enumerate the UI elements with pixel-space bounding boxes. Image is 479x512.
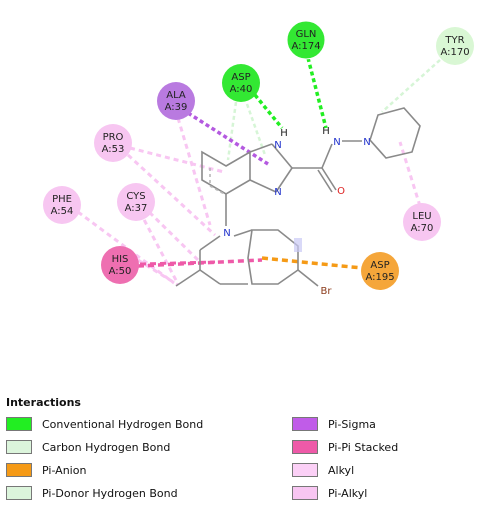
pidonor-asp40-a [226, 101, 238, 161]
aromatic-highlight [294, 238, 302, 252]
legend-swatch [292, 463, 318, 477]
alkyl-his50 [137, 258, 179, 287]
atom-n-imidazole-bottom: N [274, 187, 281, 198]
alkyl-cys37-a [138, 211, 180, 285]
atom-labels: N N H N H N O N Br [223, 126, 370, 297]
svg-text:GLN: GLN [296, 29, 317, 40]
residue-asp40: ASP A:40 [222, 64, 260, 102]
legend-label: Carbon Hydrogen Bond [42, 440, 171, 454]
svg-text:LEU: LEU [412, 211, 431, 222]
legend-swatch [6, 463, 32, 477]
atom-br: Br [321, 286, 333, 297]
atom-n-imidazole-top: N [274, 140, 281, 151]
chbond-tyr170 [381, 59, 441, 113]
svg-text:A:53: A:53 [102, 144, 125, 155]
legend-item-alkyl: Alkyl [292, 462, 354, 478]
svg-text:A:39: A:39 [165, 102, 188, 113]
residue-cys37: CYS A:37 [117, 183, 155, 221]
legend-swatch [6, 440, 32, 454]
legend: Interactions Conventional Hydrogen Bond … [0, 390, 479, 512]
legend-title: Interactions [6, 396, 81, 409]
residue-bubbles: GLN A:174 TYR A:170 ASP A:40 ALA A:39 PR… [43, 20, 474, 290]
svg-text:CYS: CYS [126, 191, 145, 202]
svg-text:A:37: A:37 [125, 203, 148, 214]
residue-ala39: ALA A:39 [157, 82, 195, 120]
legend-label: Pi-Sigma [328, 417, 376, 431]
hbond-gln174 [306, 57, 328, 129]
svg-text:A:170: A:170 [440, 47, 469, 58]
alkyl-cys37-b [141, 204, 202, 264]
atom-o-carbonyl: O [337, 186, 345, 197]
svg-text:A:174: A:174 [291, 41, 320, 52]
atom-h-imidazole: H [280, 128, 288, 139]
svg-text:A:195: A:195 [365, 272, 394, 283]
svg-text:HIS: HIS [112, 254, 129, 265]
legend-label: Alkyl [328, 463, 355, 477]
residue-leu70: LEU A:70 [403, 203, 441, 241]
residue-tyr170: TYR A:170 [436, 27, 474, 65]
svg-text:TYR: TYR [444, 35, 464, 46]
legend-item-pi-pi-stacked: Pi-Pi Stacked [292, 439, 398, 455]
atom-n-amide: N [333, 137, 340, 148]
atom-n-quinoline: N [223, 228, 230, 239]
alkyl-pro53-a [126, 153, 217, 237]
pisigma-ala39 [187, 111, 269, 166]
svg-text:A:54: A:54 [51, 206, 74, 217]
interaction-diagram: N N H N H N O N Br GLN A:174 TYR A:170 A… [43, 20, 474, 297]
pidonor-asp40-b [245, 103, 267, 156]
residue-pro53: PRO A:53 [94, 124, 132, 162]
svg-text:A:40: A:40 [230, 84, 253, 95]
svg-text:ASP: ASP [231, 72, 250, 83]
legend-label: Pi-Anion [42, 463, 87, 477]
legend-label: Conventional Hydrogen Bond [42, 417, 204, 431]
pianion-asp195 [261, 256, 363, 270]
residue-his50: HIS A:50 [101, 246, 139, 284]
legend-item-pi-sigma: Pi-Sigma [292, 416, 376, 432]
legend-swatch [292, 417, 318, 431]
svg-text:ALA: ALA [166, 90, 186, 101]
residue-phe54: PHE A:54 [43, 186, 81, 224]
alkyl-leu70 [398, 141, 422, 207]
svg-text:PHE: PHE [52, 194, 72, 205]
svg-text:A:50: A:50 [109, 266, 132, 277]
legend-item-pi-anion: Pi-Anion [6, 462, 86, 478]
legend-item-conventional-hbond: Conventional Hydrogen Bond [6, 416, 203, 432]
alkyl-ala39 [176, 117, 212, 226]
svg-text:PRO: PRO [103, 132, 124, 143]
legend-swatch [292, 440, 318, 454]
legend-swatch [6, 486, 32, 500]
legend-item-pi-donor-hbond: Pi-Donor Hydrogen Bond [6, 485, 178, 501]
pipi-his50-b [139, 260, 216, 266]
legend-swatch [292, 486, 318, 500]
residue-asp195: ASP A:195 [361, 252, 399, 290]
legend-swatch [6, 417, 32, 431]
atom-n-piperidine: N [363, 137, 370, 148]
atom-h-amide: H [322, 126, 330, 137]
ligand [175, 107, 421, 287]
legend-label: Pi-Alkyl [328, 486, 368, 500]
legend-item-pi-alkyl: Pi-Alkyl [292, 485, 367, 501]
residue-gln174: GLN A:174 [286, 20, 326, 60]
alkyl-pro53-b [129, 146, 225, 174]
legend-item-carbon-hbond: Carbon Hydrogen Bond [6, 439, 170, 455]
svg-text:ASP: ASP [370, 260, 389, 271]
legend-label: Pi-Donor Hydrogen Bond [42, 486, 178, 500]
svg-text:A:70: A:70 [411, 223, 434, 234]
hbond-asp40 [253, 93, 284, 130]
legend-label: Pi-Pi Stacked [328, 440, 399, 454]
